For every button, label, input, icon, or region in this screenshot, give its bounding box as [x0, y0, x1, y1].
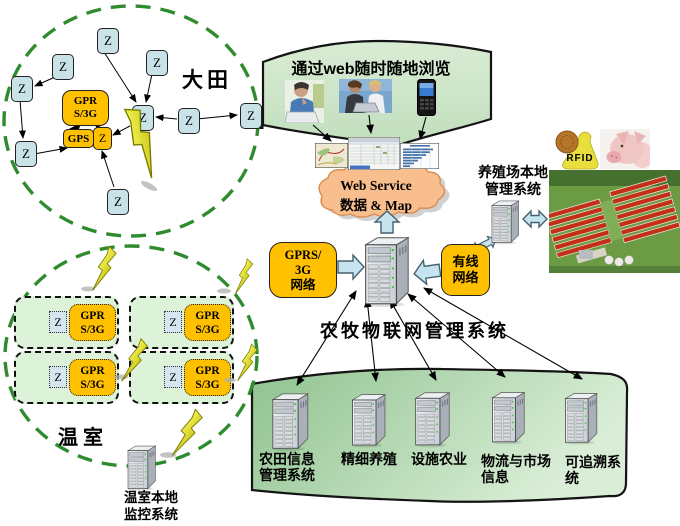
- subsystem-line2: 管理系统: [259, 466, 315, 483]
- gprs-line2: S/3G: [195, 378, 220, 391]
- users-meeting-image: [339, 79, 392, 113]
- greenhouse-unit: Z GPR S/3G: [14, 351, 119, 404]
- gateway-node-label: Z: [98, 131, 107, 145]
- greenhouse-unit: Z GPR S/3G: [14, 296, 119, 349]
- gprs-module-box: GPR S/3G: [69, 304, 116, 341]
- farm-server-icon: [490, 200, 519, 245]
- subsystem-server-icon: [491, 392, 525, 445]
- user-laptop-image: [285, 80, 324, 123]
- mobile-phone-image: [417, 79, 436, 116]
- gprs-line1: GPR: [80, 309, 105, 322]
- farm-system-line2: 管理系统: [485, 181, 541, 197]
- subsystem-line2: 信息: [481, 468, 509, 485]
- farm-system-label: 养殖场本地 管理系统: [470, 164, 556, 198]
- web-access-title: 通过web随时随地浏览: [291, 61, 451, 78]
- gps-module-label: GPS: [67, 132, 90, 145]
- user-access-arrows: [312, 114, 427, 142]
- rfid-tag-image: [555, 130, 599, 170]
- zigbee-node: Z: [15, 141, 37, 167]
- subsystem-line1: 精细养殖: [341, 451, 397, 467]
- greenhouse-server-line2: 监控系统: [124, 506, 178, 522]
- farm-system-line1: 养殖场本地: [478, 164, 548, 180]
- gprs-network-line2: 3G: [295, 262, 311, 277]
- subsystem-server-icon: [564, 393, 598, 445]
- gprs-module-box: GPR S/3G: [184, 304, 231, 341]
- subsystem-line2: 统: [565, 469, 579, 486]
- cloud-title: Web Service: [340, 178, 412, 193]
- arrow-server-to-cloud: [373, 210, 401, 234]
- gps-module-box: GPS: [63, 129, 94, 148]
- zigbee-node: Z: [52, 54, 74, 80]
- rfid-label: RFID: [566, 153, 594, 164]
- subsystem-server-icon: [414, 392, 450, 448]
- zigbee-node: Z: [49, 311, 67, 333]
- subsystem-line1: 可追溯系: [565, 454, 621, 470]
- subsystem-label: 可追溯系 统: [565, 454, 627, 486]
- arrow-wired-to-server: [413, 258, 442, 286]
- gprs-line1: GPR: [80, 364, 105, 377]
- gprs-module-line1: GPR: [73, 95, 98, 107]
- zigbee-node: Z: [164, 311, 182, 333]
- wired-network-box: 有线 网络: [441, 244, 490, 296]
- gprs-line1: GPR: [195, 309, 220, 322]
- gprs-module-box: GPR S/3G: [62, 90, 109, 126]
- zigbee-node: Z: [146, 50, 168, 76]
- greenhouse-label: 温室: [58, 427, 108, 449]
- table-screenshot: [348, 137, 400, 170]
- zigbee-node: Z: [240, 103, 262, 129]
- gprs-line1: GPR: [195, 364, 220, 377]
- main-server-icon: [363, 237, 409, 308]
- arrow-gprs-to-server: [337, 253, 365, 281]
- gprs-network-line3: 网络: [290, 277, 316, 292]
- subsystem-label: 设施农业: [411, 451, 473, 468]
- gprs-network-box: GPRS/ 3G 网络: [269, 242, 337, 298]
- zigbee-gateway-node: Z: [93, 127, 112, 150]
- gprs-module-line2: S/3G: [73, 108, 98, 120]
- gprs-network-line1: GPRS/: [284, 247, 322, 262]
- farm-aerial-photo: [549, 170, 680, 273]
- subsystem-server-icon: [271, 393, 309, 452]
- main-system-title: 农牧物联网管理系统: [320, 321, 509, 341]
- chart-screenshot: [400, 143, 439, 169]
- subsystem-server-icon: [351, 394, 386, 448]
- greenhouse-unit: Z GPR S/3G: [129, 296, 234, 349]
- gprs-line2: S/3G: [195, 323, 220, 336]
- gprs-module-box: GPR S/3G: [69, 359, 116, 396]
- web-service-cloud: [318, 160, 450, 221]
- cloud-subtitle: 数据 & Map: [340, 198, 412, 213]
- subsystem-label: 物流与市场 信息: [481, 453, 557, 485]
- subsystem-line1: 设施农业: [411, 451, 467, 467]
- zigbee-node: Z: [164, 366, 182, 388]
- zigbee-node: Z: [11, 76, 33, 102]
- greenhouse-server-icon: [126, 445, 156, 492]
- zigbee-node: Z: [132, 105, 154, 131]
- gprs-line2: S/3G: [80, 323, 105, 336]
- gprs-line2: S/3G: [80, 378, 105, 391]
- map-screenshot: [315, 143, 348, 168]
- rfid-pig-panel: RFID: [552, 126, 651, 171]
- wired-network-line2: 网络: [452, 270, 479, 285]
- zigbee-node: Z: [97, 28, 119, 54]
- wired-network-line1: 有线: [452, 254, 479, 269]
- pig-image: [600, 129, 650, 169]
- gprs-module-box: GPR S/3G: [184, 359, 231, 396]
- zigbee-node: Z: [107, 189, 129, 215]
- subsystem-label: 精细养殖: [341, 451, 403, 468]
- field-area-label: 大田: [182, 69, 232, 92]
- subsystem-line1: 农田信息: [259, 451, 315, 467]
- field-area-boundary: [2, 4, 260, 238]
- subsystem-label: 农田信息 管理系统: [259, 451, 323, 483]
- subsystem-links: [296, 287, 583, 386]
- greenhouse-server-label: 温室本地 监控系统: [107, 490, 195, 523]
- zigbee-node: Z: [178, 108, 200, 134]
- subsystem-line1: 物流与市场: [481, 453, 551, 469]
- greenhouse-server-line1: 温室本地: [124, 490, 178, 505]
- arrow-farm-server-to-photo: [522, 209, 548, 229]
- greenhouse-unit: Z GPR S/3G: [129, 351, 234, 404]
- zigbee-node: Z: [49, 366, 67, 388]
